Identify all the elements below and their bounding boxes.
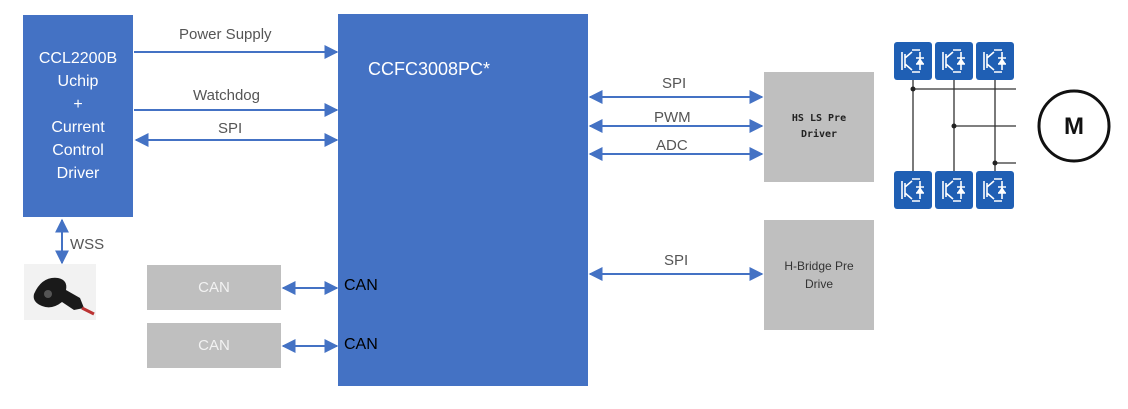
- igbt-switch-icon: [976, 171, 1014, 209]
- mcu-can-b-label: CAN: [344, 336, 378, 353]
- sensor-icon: [24, 264, 96, 320]
- ccl2200b-block: CCL2200B Uchip + Current Control Driver: [23, 15, 133, 217]
- h-bridge-pre-drive-block: H-Bridge Pre Drive: [764, 220, 874, 330]
- can-a-label: CAN: [198, 279, 230, 296]
- mcu-can-a-label: CAN: [344, 277, 378, 294]
- igbt-switch-icon: [894, 171, 932, 209]
- spi-hbridge-label: SPI: [664, 252, 689, 269]
- adc-label: ADC: [656, 137, 688, 154]
- can-b-label: CAN: [198, 337, 230, 354]
- hs-ls-pre-driver-label: HS LS Pre Driver: [791, 113, 847, 140]
- h-bridge-pre-drive-label: H-Bridge Pre Drive: [784, 259, 854, 291]
- wss-label: WSS: [70, 236, 105, 253]
- mcu-title: CCFC3008PC*: [368, 59, 491, 79]
- ccfc3008pc-block: CCFC3008PC*: [338, 14, 588, 386]
- motor-symbol: [1037, 89, 1111, 163]
- igbt-switch-icon: [935, 171, 973, 209]
- watchdog-label: Watchdog: [193, 87, 260, 104]
- ccl2200b-label: CCL2200B Uchip + Current Control Driver: [38, 50, 118, 182]
- can-a-box: CAN: [147, 265, 281, 310]
- igbt-switch-icon: [976, 42, 1014, 80]
- spi-hsls-label: SPI: [662, 75, 687, 92]
- igbt-switch-icon: [935, 42, 973, 80]
- wheel-speed-sensor-image: [24, 264, 96, 320]
- pwm-label: PWM: [654, 109, 691, 126]
- inverter-bridge: [894, 42, 1016, 209]
- motor-label: M: [1064, 113, 1084, 140]
- igbt-switch-icon: [894, 42, 932, 80]
- spi-left-label: SPI: [218, 120, 243, 137]
- hs-ls-pre-driver-block: HS LS Pre Driver: [764, 72, 874, 182]
- can-b-box: CAN: [147, 323, 281, 368]
- power-supply-label: Power Supply: [179, 26, 272, 43]
